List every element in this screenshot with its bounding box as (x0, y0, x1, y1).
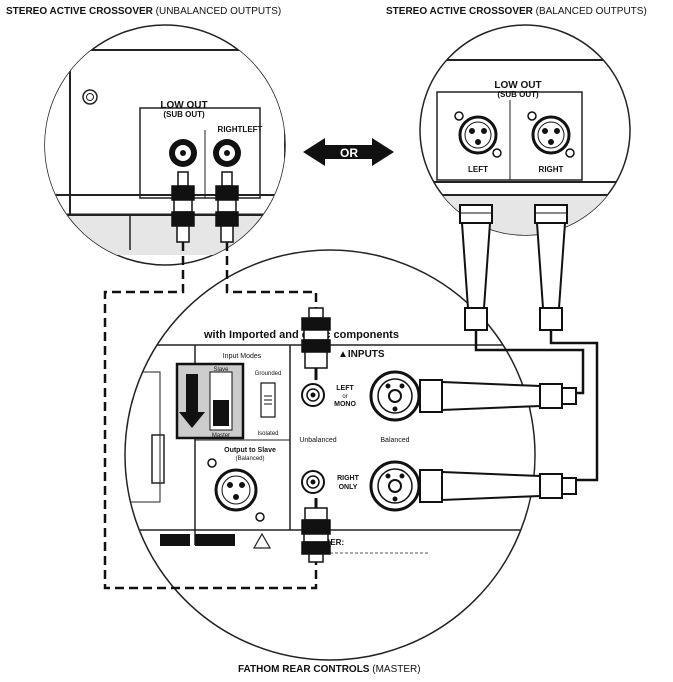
master-label: Master (212, 433, 230, 439)
left-or-mono-line3: MONO (334, 401, 356, 408)
output-to-slave-label: Output to Slave (224, 447, 276, 454)
xlr-plug-input-right-icon (419, 469, 577, 503)
unbalanced-crossover-detail: LOW OUT (SUB OUT) RIGHTLEFT (44, 24, 286, 266)
caption-rear-bold: FATHOM REAR CONTROLS (238, 664, 370, 675)
rca-plug-input-left-icon (301, 307, 331, 380)
caption-balanced-rest: (BALANCED OUTPUTS) (532, 6, 647, 17)
rca-jack-right-icon (169, 139, 197, 167)
xlr-jack-right-icon (527, 111, 575, 158)
slave-label: Slave (213, 367, 229, 373)
unbalanced-input-label: Unbalanced (299, 437, 336, 444)
rca-plug-left-icon (215, 171, 239, 243)
balanced-right-label: RIGHT (539, 165, 564, 174)
switch-down-arrow-icon (179, 374, 205, 428)
left-or-mono-line2: or (342, 394, 347, 400)
xlr-output-icon (207, 458, 265, 522)
isolated-label: Isolated (257, 431, 278, 437)
or-label: OR (340, 146, 358, 160)
rca-input-left-icon (301, 383, 325, 407)
rca-plug-input-right-icon (301, 498, 331, 563)
rca-plug-right-icon (171, 171, 195, 243)
input-modes-label: Input Modes (223, 353, 262, 360)
xlr-jack-left-icon (454, 111, 502, 158)
xlr-plug-input-left-icon (419, 379, 577, 413)
grounded-label: Grounded (255, 371, 282, 377)
output-balanced-label: (Balanced) (235, 456, 264, 462)
combo-input-right-icon (369, 460, 421, 512)
unbalanced-right-left-label: RIGHTLEFT (218, 125, 263, 134)
caption-unbalanced: STEREO ACTIVE CROSSOVER (UNBALANCED OUTP… (6, 6, 281, 17)
fathom-rear-panel-detail: with Imported and d stic components ▲INP… (124, 249, 536, 661)
combo-input-left-icon (369, 370, 421, 422)
screw-icon (82, 89, 98, 105)
right-only-line2: ONLY (339, 484, 358, 491)
caption-balanced-bold: STEREO ACTIVE CROSSOVER (386, 6, 533, 17)
caption-unbalanced-bold: STEREO ACTIVE CROSSOVER (6, 6, 153, 17)
caption-unbalanced-rest: (UNBALANCED OUTPUTS) (152, 6, 282, 17)
rear-header: with Imported and d stic components (203, 329, 399, 341)
unbalanced-sub-out-label: (SUB OUT) (163, 110, 205, 119)
balanced-sub-out-label: (SUB OUT) (497, 90, 539, 99)
right-only-line1: RIGHT (337, 475, 360, 482)
balanced-input-label: Balanced (380, 437, 409, 444)
caption-rear: FATHOM REAR CONTROLS (MASTER) (238, 664, 421, 675)
unbalanced-cable (103, 242, 318, 590)
inputs-label: ▲INPUTS (338, 349, 385, 360)
or-double-arrow-icon (303, 138, 394, 166)
caption-rear-rest: (MASTER) (369, 664, 421, 675)
balanced-cable (419, 204, 599, 503)
left-or-mono-line1: LEFT (336, 385, 354, 392)
balanced-left-label: LEFT (468, 165, 488, 174)
xlr-plug-right-icon (534, 204, 568, 331)
rca-input-right-icon (301, 470, 325, 494)
rca-jack-left-icon (213, 139, 241, 167)
xlr-plug-left-icon (459, 204, 493, 331)
balanced-crossover-detail: LOW OUT (SUB OUT) LEFT RIGHT (419, 24, 631, 236)
unbalanced-low-out-label: LOW OUT (160, 100, 207, 111)
caption-balanced: STEREO ACTIVE CROSSOVER (BALANCED OUTPUT… (386, 6, 647, 17)
balanced-low-out-label: LOW OUT (494, 80, 541, 91)
